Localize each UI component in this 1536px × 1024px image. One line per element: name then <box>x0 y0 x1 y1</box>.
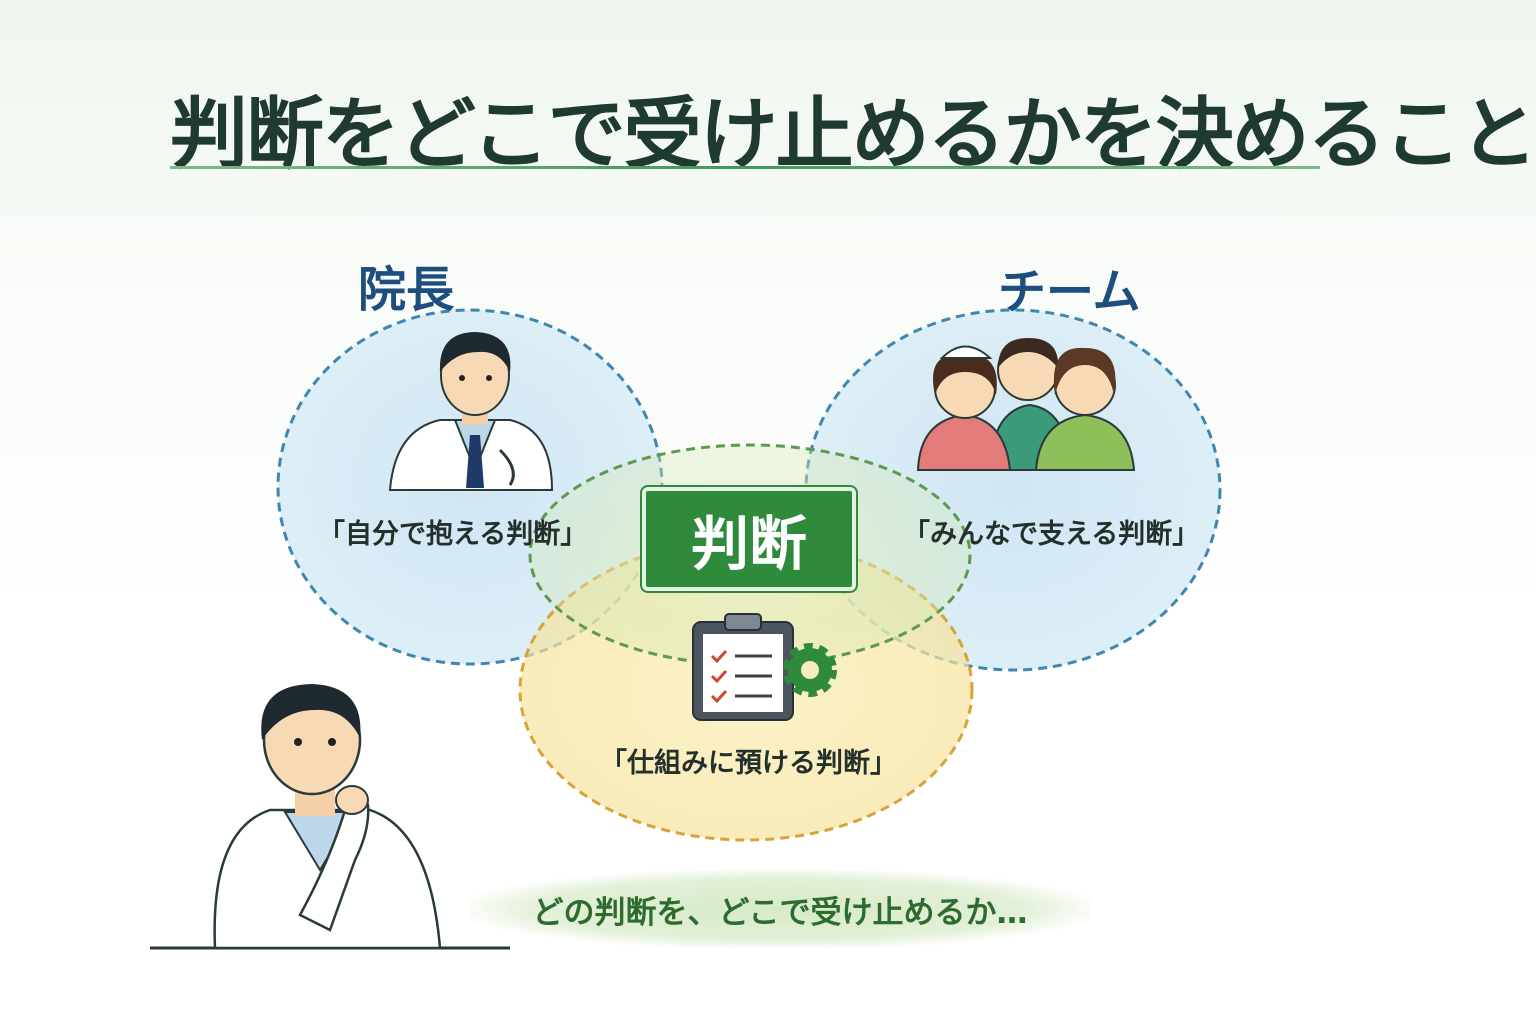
team-quote: 「みんなで支える判断」 <box>903 519 1200 550</box>
team-heading: チーム <box>998 264 1141 320</box>
director-doctor-icon <box>388 332 554 491</box>
thinking-doctor-icon <box>150 684 510 950</box>
bottom-note: どの判断を、どこで受け止めるか… <box>470 870 1090 948</box>
system-quote: 「仕組みに預ける判断」 <box>600 748 897 779</box>
page-title: 判断をどこで受け止めるかを決めること <box>170 90 1536 180</box>
checklist-gear-icon <box>692 613 837 721</box>
team-members-icon <box>916 338 1136 471</box>
title-underline <box>170 166 1320 169</box>
director-quote: 「自分で抱える判断」 <box>318 519 588 550</box>
judgment-label: 判断 <box>642 487 856 591</box>
director-heading: 院長 <box>358 262 455 318</box>
